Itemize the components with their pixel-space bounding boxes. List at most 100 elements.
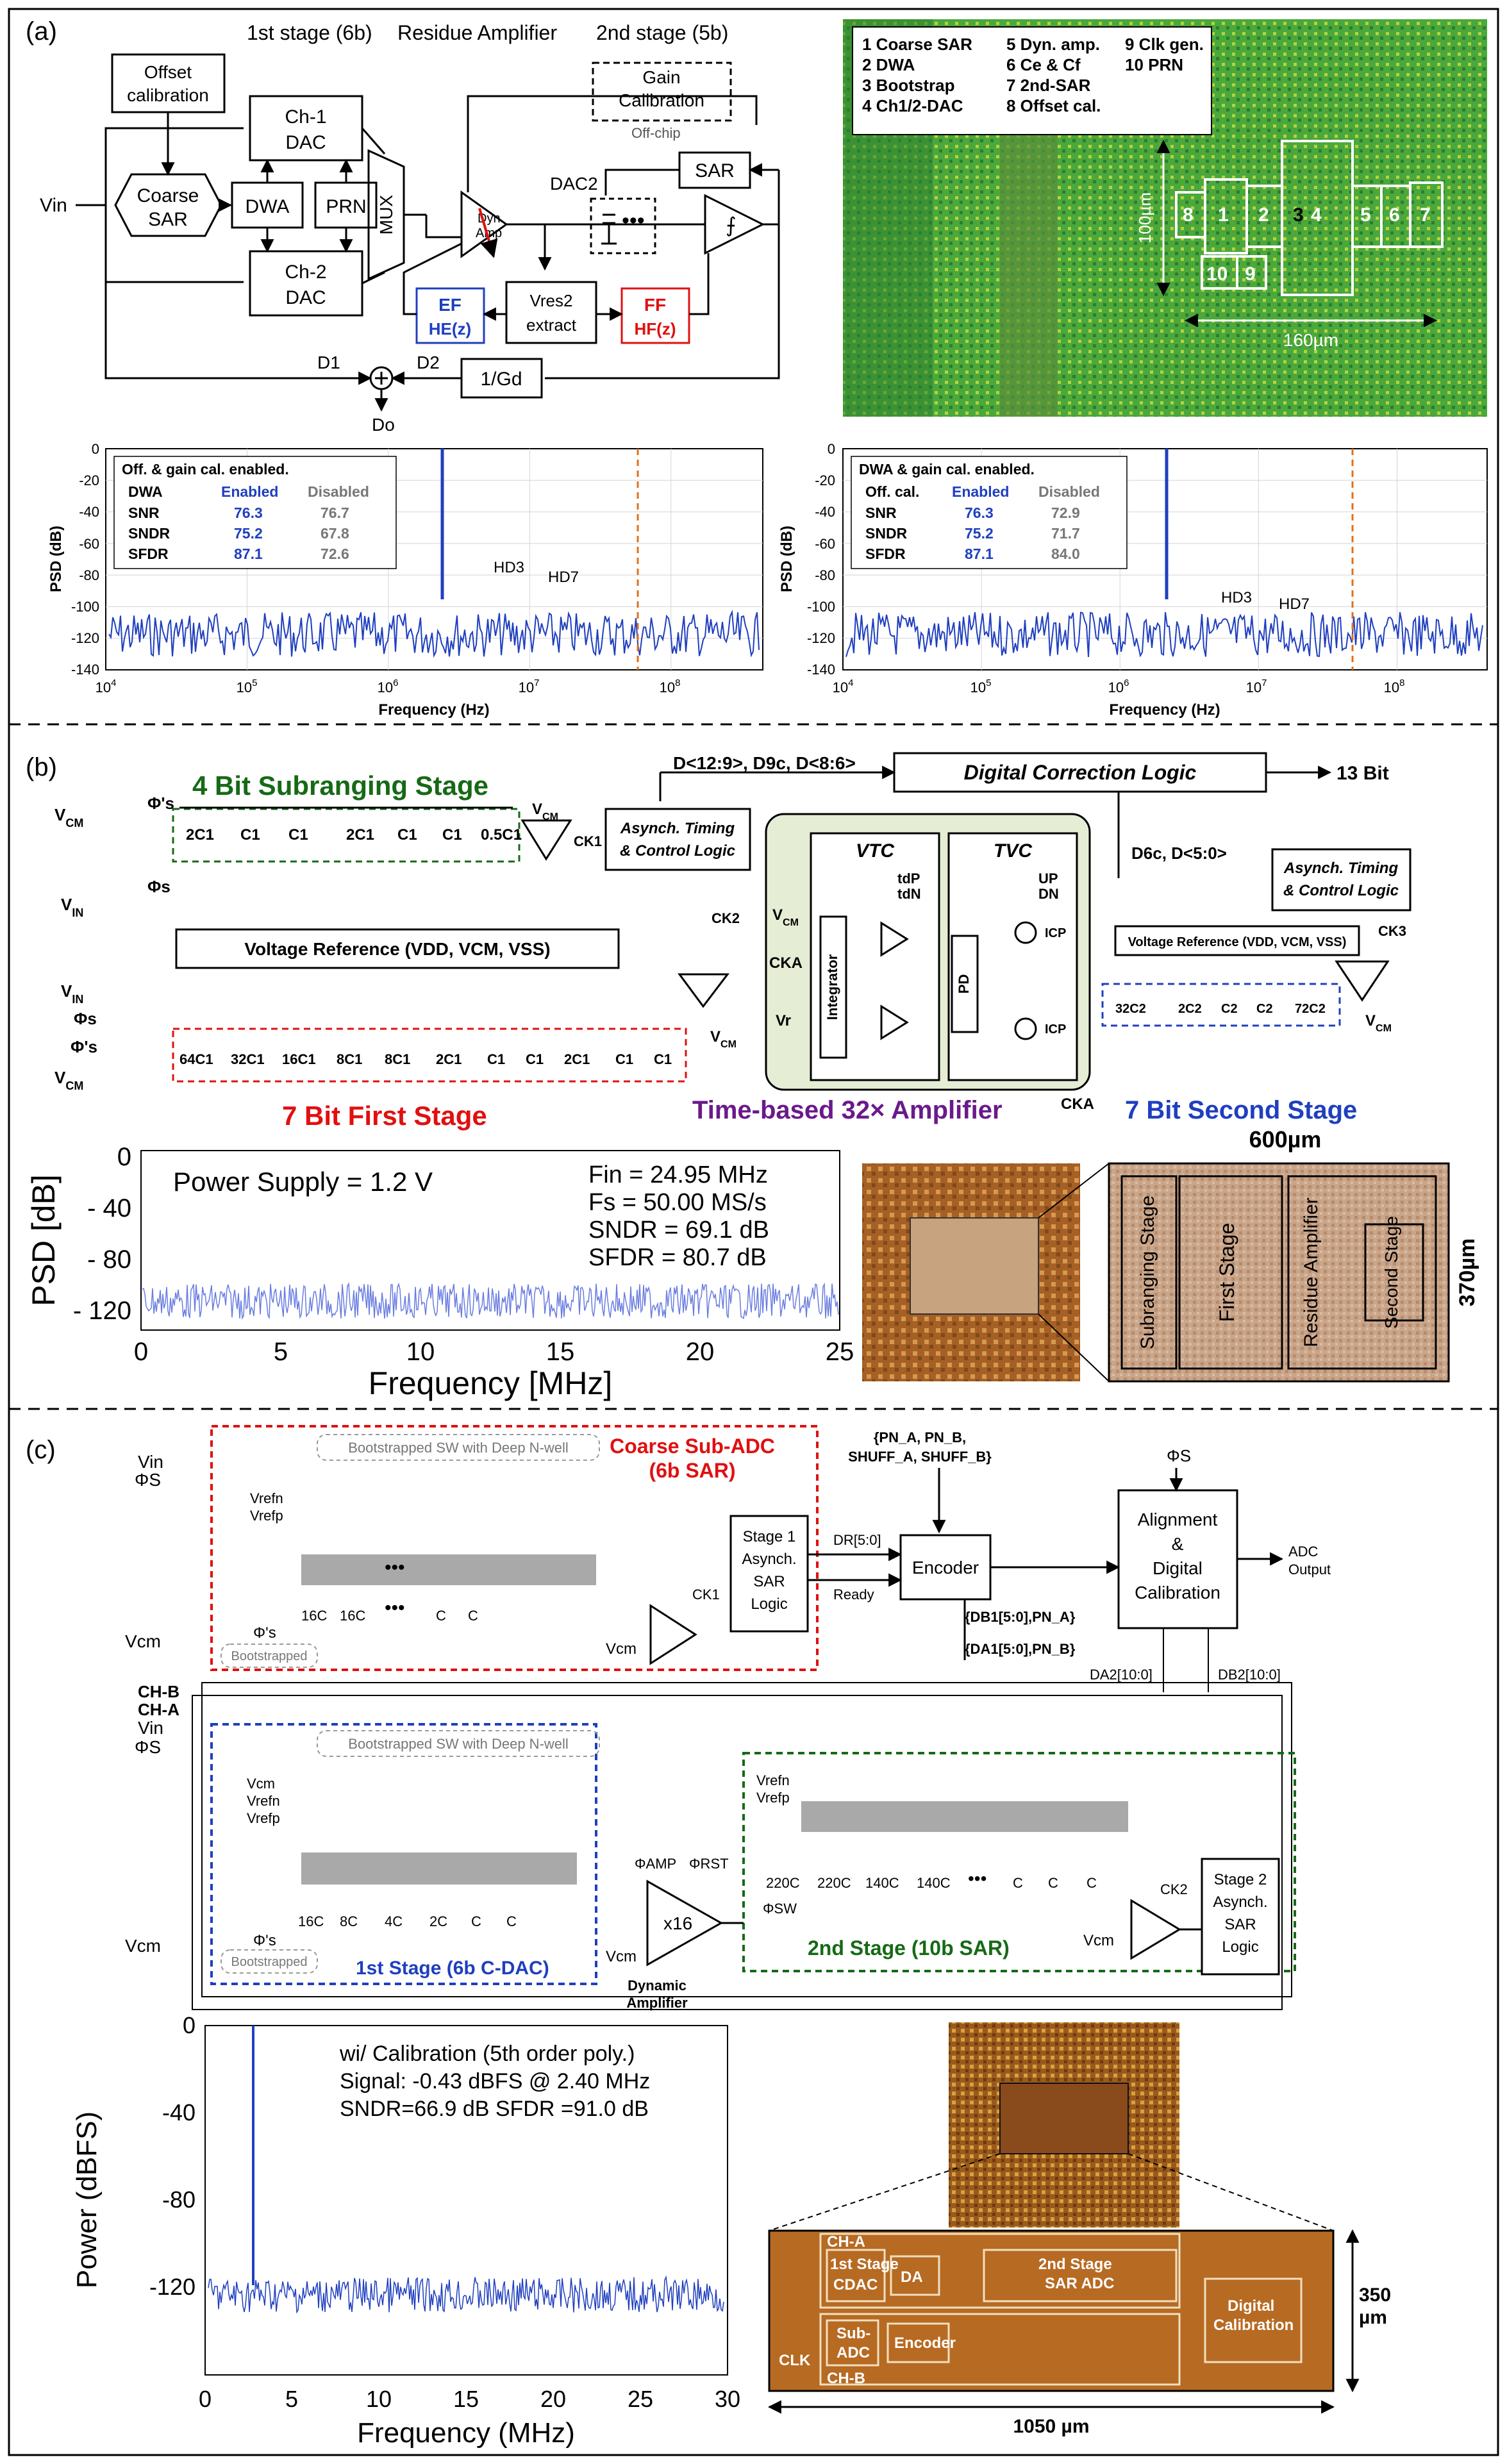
svg-text:Vcm: Vcm: [247, 1776, 275, 1792]
second-stage-title: 7 Bit Second Stage: [1125, 1096, 1357, 1124]
first-stage-box: [172, 1028, 687, 1083]
svg-text:PD: PD: [956, 974, 972, 994]
svg-text:Encoder: Encoder: [912, 1558, 979, 1577]
svg-text:D6c, D<5:0>: D6c, D<5:0>: [1131, 844, 1227, 863]
svg-text:71.7: 71.7: [1051, 525, 1080, 542]
svg-text:DA: DA: [901, 2268, 923, 2286]
svg-text:PRN: PRN: [326, 196, 366, 217]
svg-text:Vcm: Vcm: [1083, 1932, 1114, 1949]
psd-left-table: [113, 456, 397, 569]
svg-text:16C: 16C: [340, 1608, 365, 1624]
svg-text:D<12:9>, D9c, D<8:6>: D<12:9>, D9c, D<8:6>: [673, 753, 856, 773]
svg-text:ADC: ADC: [1288, 1544, 1319, 1560]
psd-right-table: [851, 456, 1128, 569]
svg-text:ΦSW: ΦSW: [763, 1901, 797, 1917]
svg-text:Alignment: Alignment: [1138, 1510, 1218, 1529]
first-stage-title: 7 Bit First Stage: [282, 1101, 487, 1131]
svg-text:-80: -80: [162, 2186, 196, 2213]
svg-text:104: 104: [833, 678, 854, 695]
svg-text:Frequency (Hz): Frequency (Hz): [378, 701, 489, 719]
svg-text:HE(z): HE(z): [429, 319, 471, 338]
svg-text:Sub-: Sub-: [837, 2325, 870, 2342]
svg-text:C: C: [506, 1913, 517, 1929]
svg-text:0: 0: [92, 441, 99, 457]
svg-text:CK2: CK2: [712, 910, 740, 926]
svg-text:Vcm: Vcm: [125, 1936, 161, 1956]
svg-text:VTC: VTC: [856, 840, 895, 862]
svg-text:10: 10: [1206, 263, 1228, 285]
svg-text:C2: C2: [1256, 1002, 1273, 1016]
svg-text:ΦS: ΦS: [135, 1737, 161, 1757]
svg-text:PSD (dB): PSD (dB): [47, 526, 65, 592]
svg-text:Vr: Vr: [776, 1012, 791, 1029]
svg-text:0: 0: [199, 2386, 212, 2412]
svg-text:Bootstrapped: Bootstrapped: [231, 1649, 308, 1663]
svg-text:20: 20: [540, 2386, 566, 2412]
svg-text:76.7: 76.7: [321, 504, 349, 521]
svg-text:-60: -60: [815, 536, 835, 552]
svg-text:106: 106: [378, 678, 399, 695]
svg-text:76.3: 76.3: [234, 504, 263, 521]
svg-text:Off. cal.: Off. cal.: [865, 483, 919, 500]
amplifier-title: Time-based 32× Amplifier: [692, 1096, 1003, 1124]
svg-text:Signal: -0.43 dBFS @ 2.40 MHz: Signal: -0.43 dBFS @ 2.40 MHz: [340, 2069, 650, 2094]
svg-text:VCM: VCM: [532, 801, 558, 822]
svg-text:- 120: - 120: [73, 1297, 131, 1325]
svg-text:10: 10: [406, 1338, 435, 1366]
svg-text:ICP: ICP: [1045, 926, 1066, 940]
svg-text:Do: Do: [372, 415, 395, 435]
svg-text:C2: C2: [1221, 1002, 1238, 1016]
async-timing-1: [604, 808, 751, 871]
svg-text:Frequency (MHz): Frequency (MHz): [357, 2417, 575, 2449]
svg-text:Power (dBFS): Power (dBFS): [71, 2111, 103, 2288]
svg-text:{DB1[5:0],PN_A}: {DB1[5:0],PN_A}: [965, 1609, 1076, 1625]
svg-text:75.2: 75.2: [234, 525, 263, 542]
svg-text:2 DWA: 2 DWA: [862, 55, 915, 74]
svg-text:5: 5: [1360, 204, 1371, 226]
first-stage-cdac-caps: 16C 8C 4C 2C C C: [298, 1913, 517, 1929]
svg-text:-80: -80: [79, 567, 99, 583]
svg-text:HD3: HD3: [1221, 589, 1252, 606]
svg-text:1 Coarse SAR: 1 Coarse SAR: [862, 35, 972, 54]
svg-text:-40: -40: [815, 504, 835, 520]
subranging-stage-title: 4 Bit Subranging Stage: [192, 770, 488, 801]
svg-text:TVC: TVC: [994, 840, 1033, 862]
svg-text:Asynch. Timing: Asynch. Timing: [620, 820, 735, 837]
svg-text:SNR: SNR: [865, 504, 897, 521]
svg-text:Coarse Sub-ADC: Coarse Sub-ADC: [610, 1435, 775, 1458]
svg-text:7 2nd-SAR: 7 2nd-SAR: [1006, 76, 1091, 95]
svg-text:Bootstrapped: Bootstrapped: [231, 1955, 308, 1969]
svg-text:Digital Correction Logic: Digital Correction Logic: [964, 761, 1197, 784]
svg-text:-140: -140: [807, 662, 835, 678]
svg-text:6: 6: [1389, 204, 1400, 226]
svg-text:extract: extract: [526, 315, 577, 335]
svg-text:5: 5: [285, 2386, 298, 2412]
svg-text:&: &: [1172, 1534, 1184, 1554]
svg-text:72.6: 72.6: [321, 545, 349, 562]
async-timing-2: [1271, 848, 1411, 912]
svg-text:Ch-1: Ch-1: [285, 106, 326, 128]
svg-text:ΦS: ΦS: [135, 1470, 161, 1490]
svg-text:SFDR: SFDR: [128, 545, 169, 562]
svg-text:SFDR: SFDR: [865, 545, 906, 562]
svg-text:•••: •••: [622, 208, 645, 233]
svg-text:Calibration: Calibration: [1135, 1583, 1220, 1602]
svg-text:3 Bootstrap: 3 Bootstrap: [862, 76, 954, 95]
psd-plot-a-left: PSD (dB) Frequency (Hz) 0 -20 -40 -60 -8…: [47, 441, 763, 719]
svg-text:370µm: 370µm: [1455, 1238, 1479, 1307]
svg-text:2C1: 2C1: [346, 826, 374, 844]
svg-text:& Control Logic: & Control Logic: [1283, 882, 1399, 899]
svg-text:15: 15: [546, 1338, 575, 1366]
svg-text:Fin = 24.95 MHz: Fin = 24.95 MHz: [588, 1161, 768, 1188]
svg-text:-40: -40: [79, 504, 99, 520]
svg-text:C: C: [1048, 1875, 1058, 1891]
panel-a: (a) 1st stage (6b) Residue Amplifier 2nd…: [26, 17, 1488, 719]
svg-text:{PN_A, PN_B,: {PN_A, PN_B,: [874, 1429, 966, 1445]
die-photo-c: CH-A 1st Stage CDAC DA 2nd Stage SAR ADC…: [767, 2022, 1391, 2437]
svg-text:16C: 16C: [301, 1608, 327, 1624]
first-stage-title: 1st Stage (6b C-DAC): [356, 1958, 549, 1979]
svg-text:Φ's: Φ's: [147, 794, 174, 813]
svg-text:0: 0: [117, 1143, 131, 1171]
stage1-sar-logic: [729, 1515, 809, 1633]
svg-text:C1: C1: [526, 1051, 544, 1067]
